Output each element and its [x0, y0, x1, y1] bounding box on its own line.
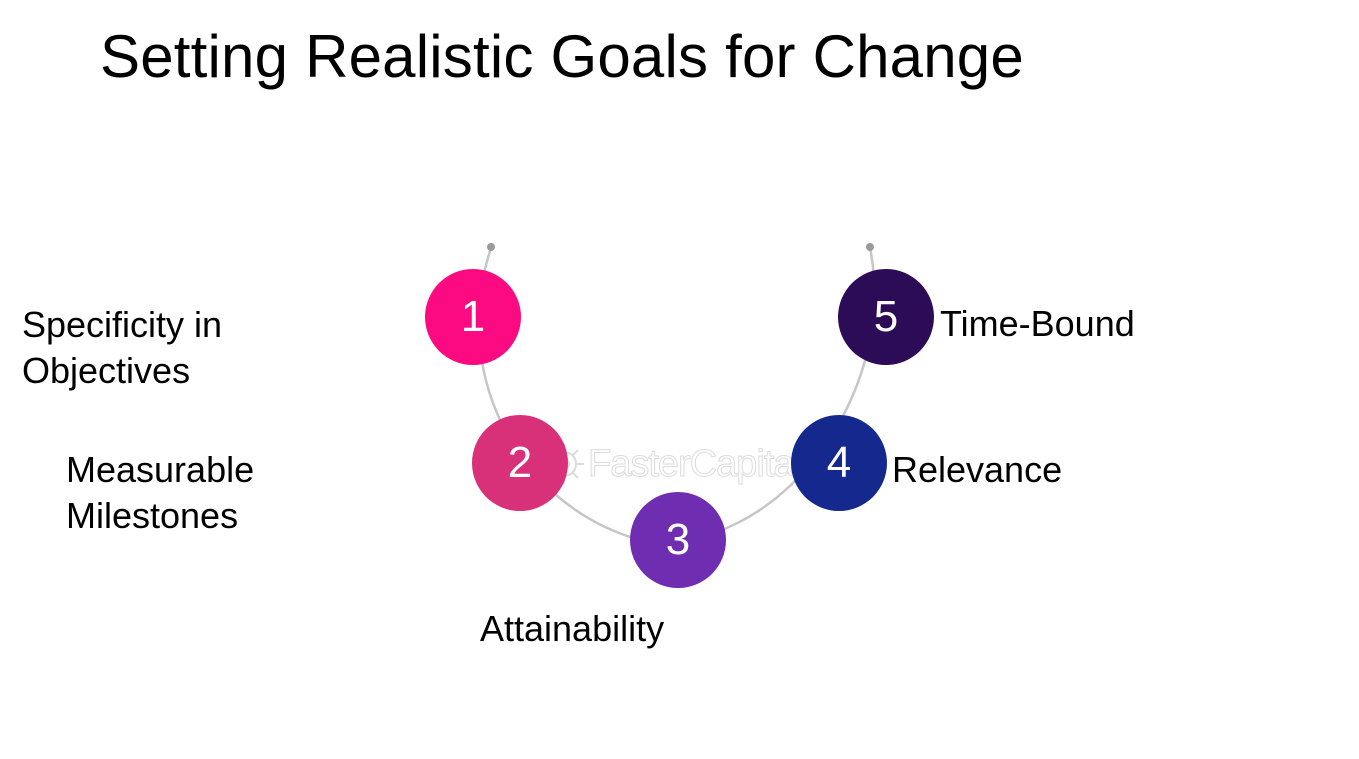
step-1-circle: 1	[425, 269, 521, 365]
watermark: FasterCapital	[540, 440, 803, 488]
step-3-label-line-1: Attainability	[480, 608, 665, 649]
step-4-number: 4	[826, 438, 852, 487]
step-1-label-line-2: Objectives	[22, 350, 191, 391]
page-title: Setting Realistic Goals for Change	[100, 23, 1024, 90]
step-3-circle: 3	[630, 492, 726, 588]
step-3-label: Attainability	[480, 606, 664, 652]
step-2-label-line-1: Measurable	[66, 449, 255, 490]
step-2-circle: 2	[472, 415, 568, 511]
step-2-label: Measurable Milestones	[66, 447, 254, 539]
step-2-number: 2	[507, 438, 533, 487]
step-5-label-line-1: Time-Bound	[940, 303, 1135, 344]
step-4-label-line-1: Relevance	[892, 449, 1063, 490]
step-1-label-line-1: Specificity in	[22, 304, 223, 345]
step-4-circle: 4	[791, 415, 887, 511]
step-1-label: Specificity in Objectives	[22, 302, 222, 394]
arc-endpoint-left	[487, 243, 495, 251]
watermark-text: FasterCapital	[588, 442, 803, 485]
step-5-circle: 5	[838, 269, 934, 365]
step-4-label: Relevance	[892, 447, 1062, 493]
step-3-number: 3	[665, 515, 691, 564]
arc-endpoint-right	[866, 243, 874, 251]
step-5-label: Time-Bound	[940, 301, 1135, 347]
step-5-number: 5	[873, 292, 899, 341]
step-1-number: 1	[460, 292, 486, 341]
step-2-label-line-2: Milestones	[66, 495, 239, 536]
